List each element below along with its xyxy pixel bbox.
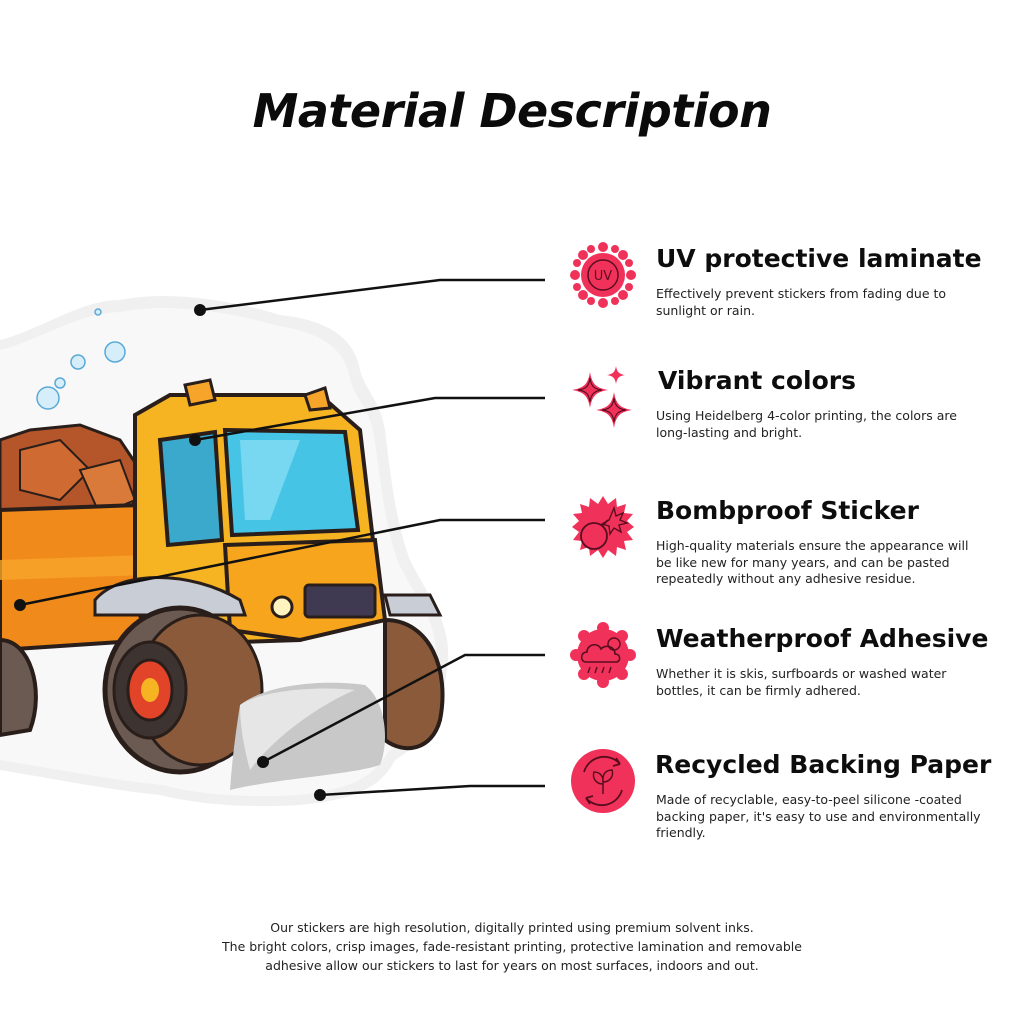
svg-text:UV: UV (594, 269, 613, 284)
feature-description: Effectively prevent stickers from fading… (656, 286, 947, 318)
footer-line: Our stickers are high resolution, digita… (270, 920, 754, 935)
footer-line: The bright colors, crisp images, fade-re… (222, 939, 802, 954)
sparkles-icon (572, 366, 632, 428)
truck-grille (303, 583, 377, 619)
truck-dirt-load (0, 423, 142, 532)
feature-title: UV protective laminate (656, 244, 982, 273)
feature-description: High-quality materials ensure the appear… (656, 538, 969, 586)
water-drops (36, 308, 126, 410)
page-title: Material Description (252, 84, 772, 138)
callout-dots (14, 304, 326, 801)
truck-headlight (270, 595, 294, 619)
footer-line: adhesive allow our stickers to last for … (265, 958, 759, 973)
feature-title: Recycled Backing Paper (655, 750, 992, 779)
callout-lines (19, 278, 545, 797)
recycle-leaf-icon (571, 749, 635, 813)
uv-sun-icon: UV (570, 242, 636, 308)
cloud-rain-sun-icon (570, 622, 636, 688)
feature-title: Bombproof Sticker (656, 496, 919, 525)
feature-description: Using Heidelberg 4-color printing, the c… (656, 408, 957, 440)
truck-window-side (157, 429, 225, 548)
truck-tires (0, 605, 445, 775)
feature-title: Weatherproof Adhesive (656, 624, 989, 653)
footer-description: Our stickers are high resolution, digita… (0, 918, 1024, 975)
bomb-explosion-icon (572, 496, 634, 558)
feature-description: Made of recyclable, easy-to-peel silicon… (656, 792, 981, 840)
feature-title: Vibrant colors (658, 366, 856, 395)
feature-description: Whether it is skis, surfboards or washed… (656, 666, 947, 698)
